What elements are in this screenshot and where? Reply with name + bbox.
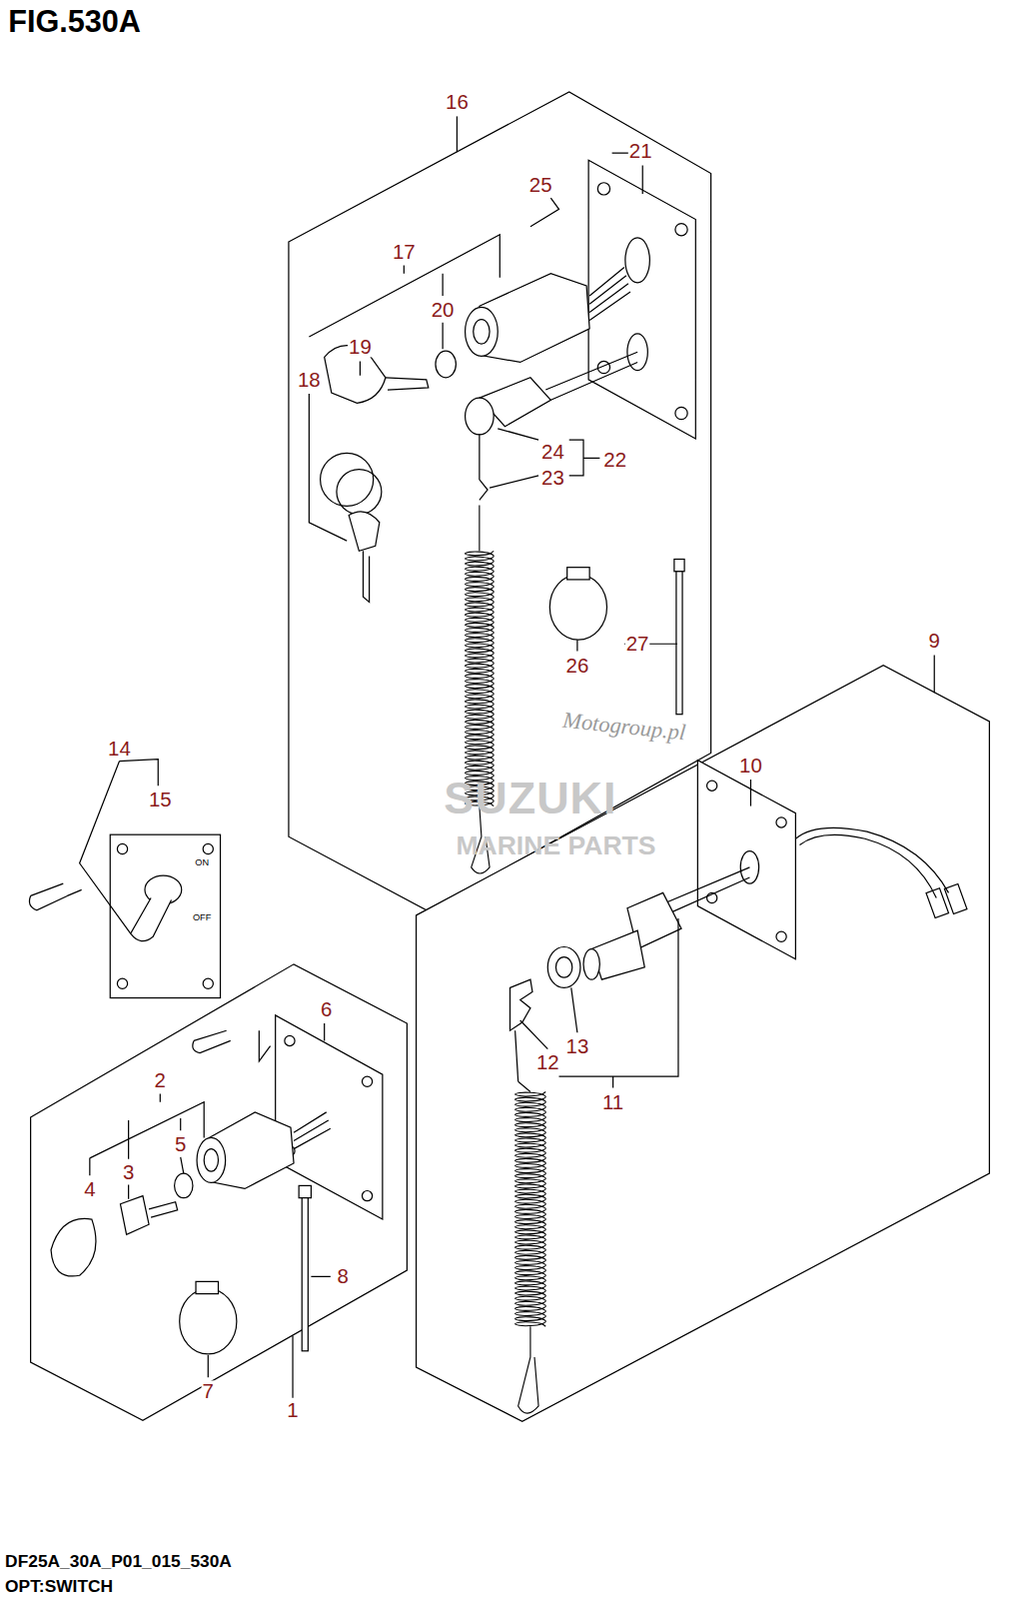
leader-line: [308, 322, 443, 541]
callout-number: 12: [535, 1051, 561, 1072]
figure-title: FIG.530A: [7, 5, 141, 37]
callout-number: 9: [928, 630, 942, 651]
leader-line: [934, 654, 936, 693]
callout-number: 15: [147, 788, 173, 809]
switch-plate: [588, 159, 696, 439]
callout-number: 5: [173, 1132, 187, 1153]
switch-plate: [109, 834, 220, 998]
callout-number: 18: [296, 369, 322, 390]
callout-number: 11: [601, 1090, 625, 1111]
callout-number: 7: [201, 1379, 215, 1400]
clip: [510, 979, 533, 1030]
toggle-switch: [130, 897, 172, 941]
callout-number: 3: [121, 1161, 135, 1182]
callout-number: 4: [82, 1177, 96, 1198]
group-outline: [416, 665, 991, 1422]
callout-number: 19: [347, 336, 373, 357]
callout-number: 1: [285, 1399, 299, 1420]
leader-line: [89, 1093, 204, 1199]
leader-line: [207, 1275, 331, 1377]
callout-number: 26: [565, 654, 591, 675]
callout-number: 23: [540, 467, 566, 488]
figure-code: OPT:SWITCH: [4, 1576, 113, 1594]
leader-line: [456, 115, 458, 152]
switch-plate: [697, 760, 796, 960]
callout-number: 2: [153, 1069, 167, 1090]
coil-cord: [515, 1090, 547, 1326]
callout-number: 17: [391, 241, 417, 262]
callout-number: 10: [738, 755, 764, 776]
group-outline: [30, 964, 408, 1420]
figure-code: DF25A_30A_P01_015_530A: [4, 1552, 232, 1570]
watermark: MARINE PARTS: [455, 831, 656, 859]
group-outline: [288, 91, 712, 912]
switch-plate: [275, 1015, 383, 1219]
callout-number: 24: [540, 441, 566, 462]
callout-number: 21: [628, 140, 654, 161]
key-cover: [50, 1217, 96, 1276]
switch-marking: ON: [194, 858, 209, 868]
callout-number: 27: [625, 633, 651, 654]
watermark: SUZUKI: [443, 775, 617, 821]
lanyard-clip: [518, 1080, 539, 1413]
key: [119, 1195, 149, 1235]
callout-number: 20: [430, 298, 456, 319]
leader-line: [291, 1334, 293, 1397]
callout-number: 25: [528, 174, 554, 195]
callout-number: 22: [602, 448, 628, 469]
leader-line: [308, 234, 500, 337]
key-switch: [479, 273, 590, 363]
callout-number: 8: [335, 1265, 349, 1286]
callout-number: 13: [565, 1034, 591, 1055]
leader-line: [79, 759, 159, 935]
leader-line: [750, 779, 752, 807]
leader-line: [489, 428, 600, 488]
leader-line: [258, 1022, 324, 1061]
callout-number: 14: [106, 737, 132, 758]
callout-number: 16: [444, 91, 470, 112]
leader-line: [520, 918, 679, 1087]
callout-number: 6: [319, 999, 333, 1020]
key: [348, 511, 380, 552]
switch-marking: OFF: [192, 913, 211, 923]
coil-cord: [465, 550, 495, 806]
leader-line: [530, 197, 560, 227]
